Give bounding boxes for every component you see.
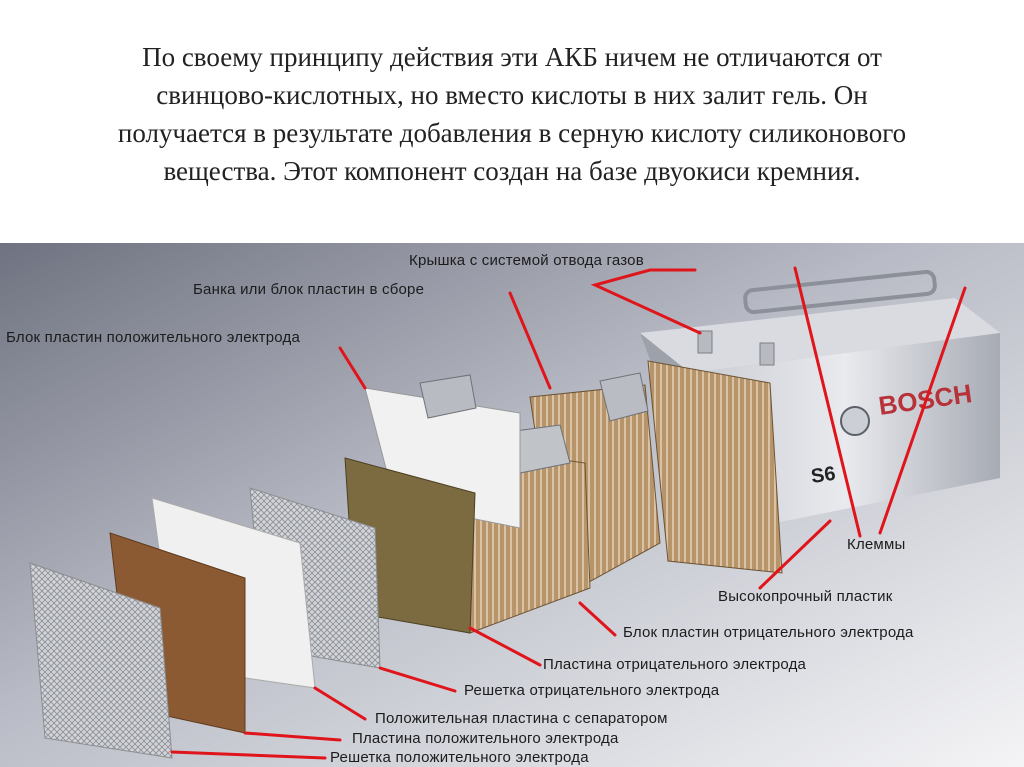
- leader-negative-plate: [468, 626, 542, 667]
- intro-line: получается в результате добавления в сер…: [117, 118, 907, 148]
- callout-negative-plate: Пластина отрицательного электрода: [543, 656, 807, 673]
- callout-terminals: Клеммы: [847, 536, 906, 553]
- callout-plastic: Высокопрочный пластик: [718, 588, 893, 605]
- callout-lid: Крышка с системой отвода газов: [409, 252, 644, 269]
- leader-cell: [508, 291, 552, 390]
- terminal: [759, 342, 775, 366]
- leader-lines: [170, 266, 967, 760]
- leader-positive-separator: [313, 686, 367, 721]
- intro-line: По своему принципу действия эти АКБ ниче…: [142, 42, 882, 72]
- callout-cell: Банка или блок пластин в сборе: [193, 281, 425, 298]
- callout-positive-separator: Положительная пластина с сепаратором: [375, 710, 668, 727]
- leader-positive-block: [338, 346, 367, 390]
- intro-line: свинцово-кислотных, но вместо кислоты в …: [156, 80, 868, 110]
- battery-exploded-diagram: BOSCH S6: [0, 243, 1024, 767]
- leader-plastic: [758, 519, 832, 590]
- leader-terminals-1: [793, 266, 862, 538]
- intro-line: вещества. Этот компонент создан на базе …: [163, 156, 861, 186]
- terminal: [697, 330, 713, 354]
- cell-in-case: [647, 360, 783, 574]
- bosch-emblem: [840, 406, 870, 436]
- callout-negative-grid: Решетка отрицательного электрода: [464, 682, 720, 699]
- callout-positive-plate: Пластина положительного электрода: [352, 730, 619, 747]
- leader-positive-plate: [243, 731, 342, 742]
- callout-positive-block: Блок пластин положительного электрода: [6, 329, 300, 346]
- model-text: S6: [810, 463, 837, 488]
- diagram-illustration: BOSCH S6: [0, 243, 1024, 767]
- intro-text: По своему принципу действия эти АКБ ниче…: [0, 38, 1024, 190]
- leader-negative-grid: [378, 666, 457, 693]
- callout-positive-grid: Решетка положительного электрода: [330, 749, 589, 766]
- callout-negative-block: Блок пластин отрицательного электрода: [623, 624, 914, 641]
- leader-negative-block: [578, 601, 617, 637]
- leader-positive-grid: [170, 750, 327, 760]
- battery-handle: [743, 269, 937, 315]
- leader-lid: [590, 268, 702, 335]
- leader-terminals-2: [878, 286, 967, 535]
- positive-grid: [29, 562, 173, 759]
